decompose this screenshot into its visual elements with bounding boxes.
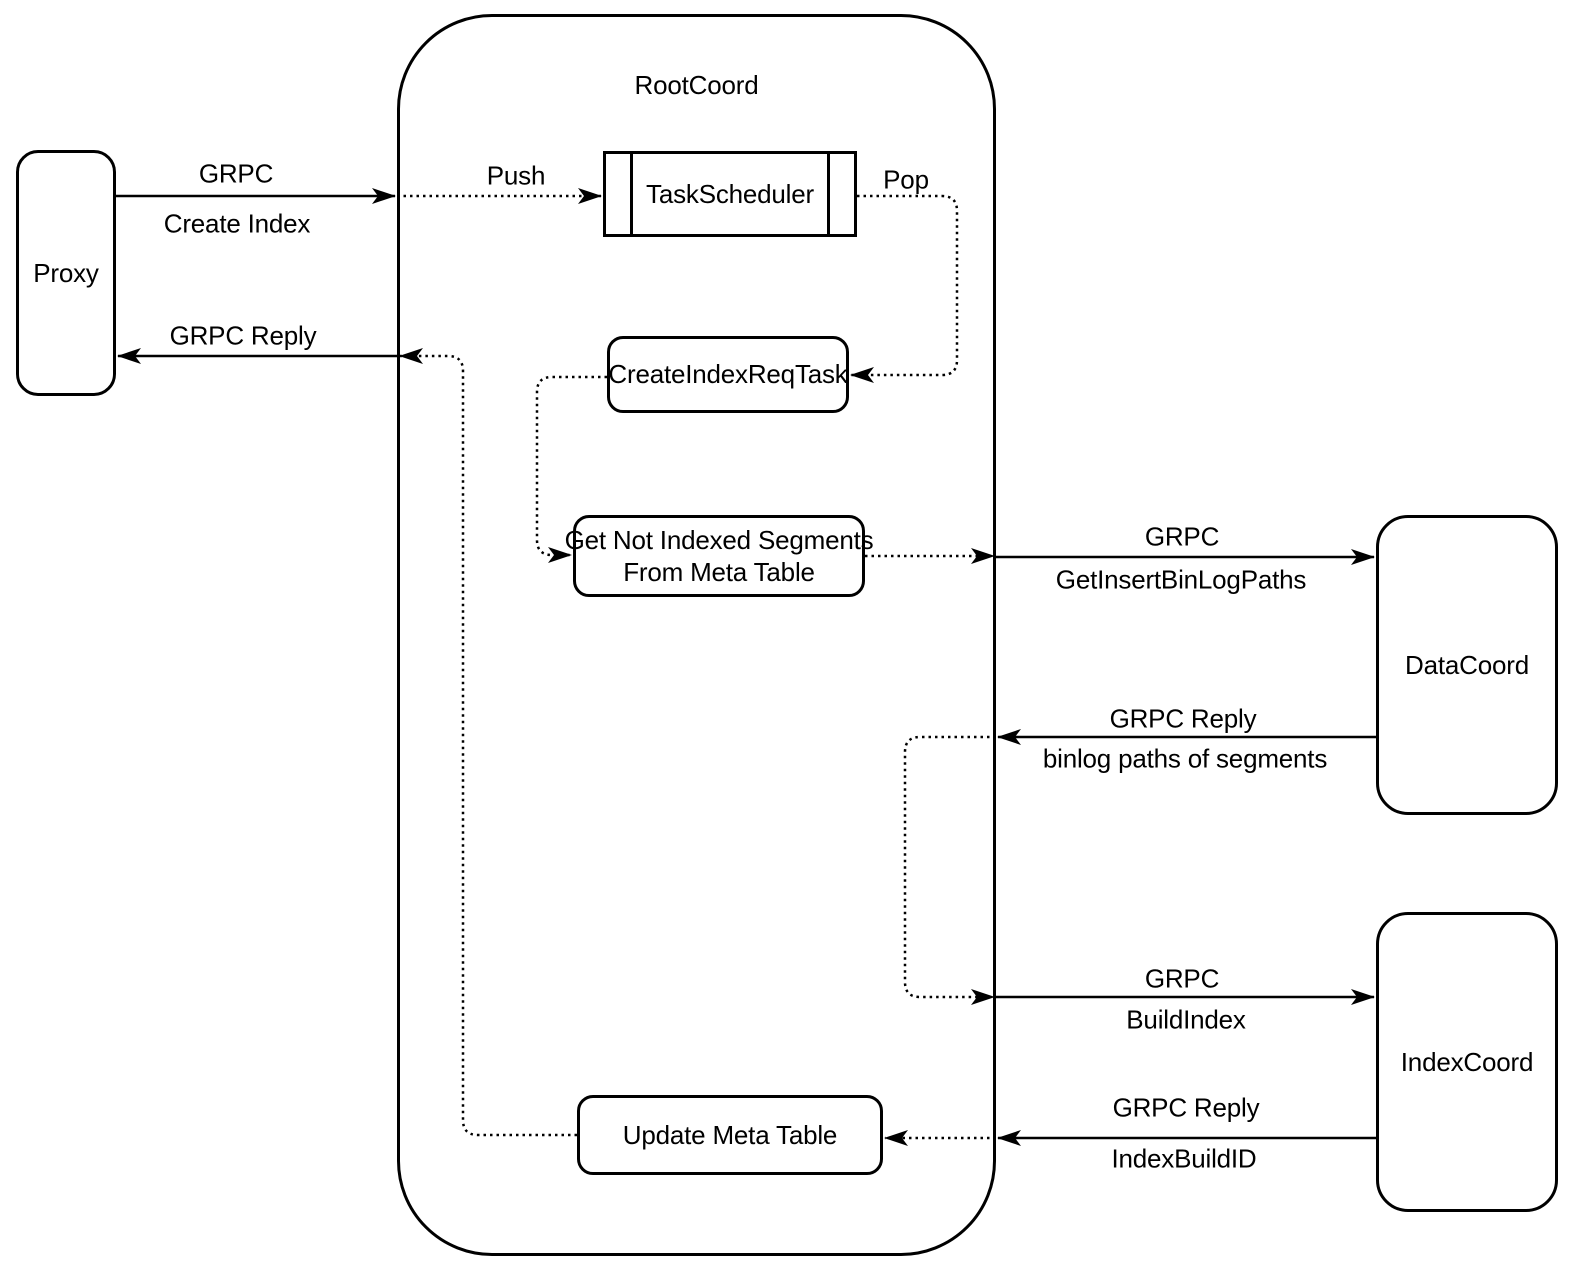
node-proxy: Proxy (16, 150, 116, 396)
label-pop: Pop (883, 164, 929, 195)
label-push: Push (486, 160, 546, 191)
proxy-label: Proxy (33, 257, 99, 288)
label-indexcoord-request-action: BuildIndex (1126, 1004, 1246, 1035)
taskscheduler-left-bar (630, 154, 633, 234)
node-get-not-indexed-segments: Get Not Indexed Segments From Meta Table (565, 515, 874, 597)
node-datacoord: DataCoord (1376, 515, 1558, 815)
label-indexcoord-reply-payload: IndexBuildID (1111, 1143, 1257, 1174)
node-taskscheduler: TaskScheduler (603, 151, 857, 237)
rootcoord-label: RootCoord (634, 70, 759, 100)
createindexreqtask-label: CreateIndexReqTask (608, 359, 848, 390)
label-datacoord-request-protocol: GRPC (1144, 521, 1220, 552)
taskscheduler-right-bar (827, 154, 830, 234)
label-proxy-request-action: Create Index (163, 208, 311, 239)
label-proxy-reply: GRPC Reply (169, 320, 317, 351)
label-datacoord-request-action: GetInsertBinLogPaths (1055, 564, 1307, 595)
get-not-indexed-label-line1: Get Not Indexed Segments (564, 524, 874, 555)
get-not-indexed-label-line2: From Meta Table (623, 557, 815, 587)
label-datacoord-reply-protocol: GRPC Reply (1109, 703, 1257, 734)
label-indexcoord-reply-protocol: GRPC Reply (1112, 1092, 1260, 1123)
node-update-meta-table: Update Meta Table (577, 1095, 883, 1175)
update-meta-table-label: Update Meta Table (622, 1119, 838, 1150)
indexcoord-label: IndexCoord (1400, 1046, 1534, 1077)
label-datacoord-reply-payload: binlog paths of segments (1042, 743, 1328, 774)
taskscheduler-label: TaskScheduler (646, 178, 814, 209)
label-indexcoord-request-protocol: GRPC (1144, 963, 1220, 994)
node-indexcoord: IndexCoord (1376, 912, 1558, 1212)
node-createindexreqtask: CreateIndexReqTask (607, 336, 849, 413)
label-proxy-request-protocol: GRPC (198, 158, 274, 189)
datacoord-label: DataCoord (1405, 649, 1529, 680)
